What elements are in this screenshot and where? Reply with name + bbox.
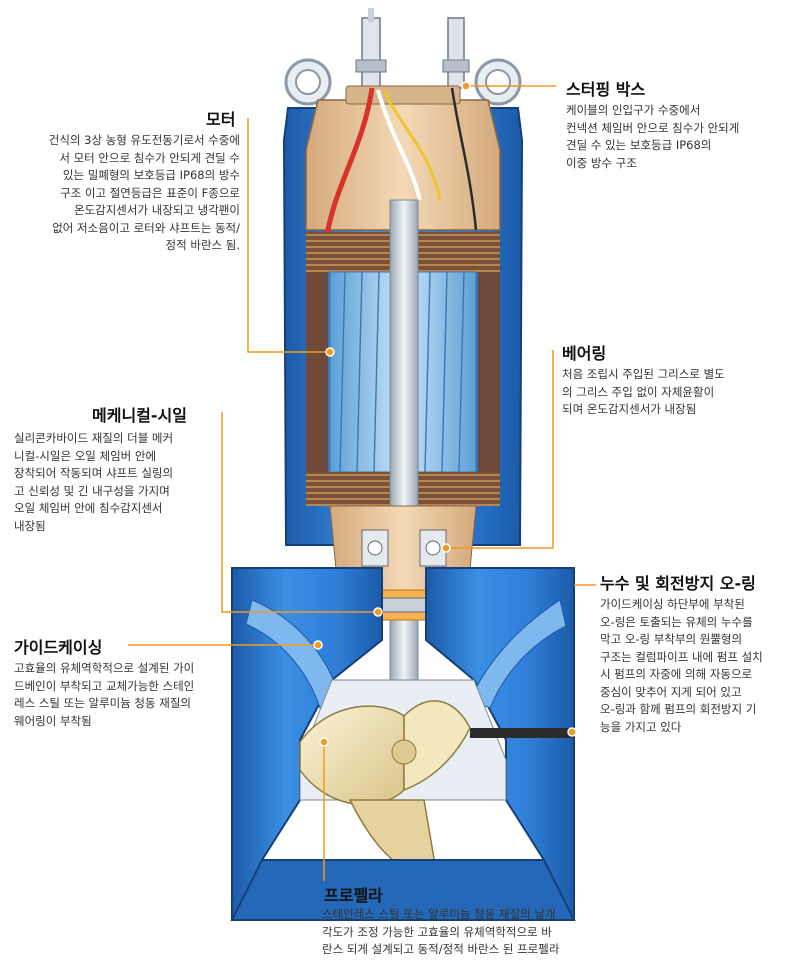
oring-title: 누수 및 회전방지 오-링 <box>600 574 756 593</box>
propeller-desc-line: 란스 되게 설계되고 동적/정적 바란스 된 프로펠라 <box>322 942 560 956</box>
bearing-desc-line: 되며 온도감지센서가 내장됨 <box>562 402 697 416</box>
mechanical-seal-description: 실리콘카바이드 재질의 더블 메커 니컬-시일은 오일 체임버 안에 장착되어 … <box>14 430 218 535</box>
guide-casing-title: 가이드케이싱 <box>14 638 103 657</box>
guide-casing-desc-line: 웨어링이 부착됨 <box>14 713 92 728</box>
stator-left <box>306 272 328 472</box>
propeller-desc-line: 스테인레스 스틸 또는 알루미늄 청동 재질의 날개 <box>322 907 556 921</box>
stuffing-box-desc-line: 견딜 수 있는 보호등급 IP68의 <box>566 138 712 152</box>
power-cable-yellow <box>382 89 442 201</box>
oring-desc-line: 구조는 컬럼파이프 내에 펌프 설치 <box>600 649 763 664</box>
guide-casing-desc-line: 드베인이 부착되고 교체가능한 스테인 <box>14 678 195 693</box>
guide-casing-right <box>425 567 575 921</box>
motor-desc-line: 서 모터 안으로 침수가 안되게 견딜 수 <box>59 150 240 165</box>
mechanical-seal-desc-line: 실리콘카바이드 재질의 더블 메커 <box>14 431 174 445</box>
propeller-desc-line: 각도가 조정 가능한 고효율의 유체역학적으로 바 <box>322 924 552 939</box>
lifting-eye-right <box>474 58 522 106</box>
ball-bearing-left <box>361 529 389 567</box>
stuffing-box-desc-line: 컨넥션 체임버 안으로 침수가 안되게 <box>566 120 740 135</box>
bearing-title: 베어링 <box>562 344 607 363</box>
propeller <box>299 700 471 874</box>
oring-desc-line: 중심이 맞추어 지게 되어 있고 <box>600 684 742 699</box>
cable-gland-right <box>442 17 470 89</box>
stuffing-box-desc-line: 케이블의 인입구가 수중에서 <box>566 103 701 117</box>
oring-desc-line: 오-링과 함께 펌프의 회전방지 기 <box>600 702 757 716</box>
stuffing-box-title: 스터핑 박스 <box>566 80 646 99</box>
oring-desc-line: 막고 오-링 부착부의 원뿔형의 <box>600 632 743 646</box>
guide-casing-desc-line: 고효율의 유체역학적으로 설계된 가이 <box>14 661 195 675</box>
guide-casing-desc-line: 레스 스틸 또는 알루미늄 청동 재질의 <box>14 696 191 710</box>
mechanical-seal-desc-line: 장착되어 작동되며 샤프트 실링의 <box>14 466 174 480</box>
ball-bearing-right <box>419 529 447 567</box>
sensor-cable-tube <box>470 728 574 738</box>
bearing-desc-line: 처음 조립시 주입된 그리스로 별도 <box>562 367 725 381</box>
power-cable-white <box>376 89 422 201</box>
motor-desc-line: 건식의 3상 농형 유도전동기로서 수중에 <box>48 133 240 147</box>
chamber-cap <box>345 85 461 105</box>
mechanical-seal-title: 메케니컬-시일 <box>92 406 187 425</box>
propeller-title: 프로펠라 <box>324 886 383 905</box>
bearing-description: 처음 조립시 주입된 그리스로 별도 의 그리스 주입 없이 자체윤활이 되며 … <box>562 366 788 419</box>
stuffing-box-desc-line: 이중 방수 구조 <box>566 155 637 170</box>
oring-desc-line: 시 펌프의 자중에 의해 자동으로 <box>600 667 753 681</box>
oring-description: 가이드케이싱 하단부에 부착된 오-링은 토출되는 유체의 누수를 막고 오-링… <box>600 596 796 736</box>
motor-title: 모터 <box>206 110 236 129</box>
motor-desc-line: 없어 저소음이고 로터와 샤프트는 동적/ <box>52 220 240 235</box>
motor-desc-line: 있는 밀폐형의 보호등급 IP68의 방수 <box>62 168 240 182</box>
oring-desc-line: 오-링은 토출되는 유체의 누수를 <box>600 614 753 629</box>
bearing-desc-line: 의 그리스 주입 없이 자체윤활이 <box>562 384 715 399</box>
motor-description: 건식의 3상 농형 유도전동기로서 수중에 서 모터 안으로 침수가 안되게 견… <box>8 132 240 255</box>
oring-desc-line: 능을 가지고 있다 <box>600 719 682 734</box>
cable-gland-left <box>355 8 387 89</box>
motor-desc-line: 온도감지센서가 내장되고 냉각팬이 <box>73 203 240 217</box>
mechanical-seal-desc-line: 고 신뢰성 및 긴 내구성을 가지며 <box>14 483 170 498</box>
power-cable-black <box>450 87 478 231</box>
oring-desc-line: 가이드케이싱 하단부에 부착된 <box>600 597 745 611</box>
mechanical-seal <box>377 597 431 613</box>
suction-bell <box>230 859 576 921</box>
propeller-description: 스테인레스 스틸 또는 알루미늄 청동 재질의 날개 각도가 조정 가능한 고효… <box>322 906 622 959</box>
motor-desc-line: 구조 이고 절연등급은 표준이 F종으로 <box>60 185 240 200</box>
mechanical-seal-desc-line: 내장됨 <box>14 518 46 533</box>
stuffing-box-description: 케이블의 인입구가 수중에서 컨넥션 체임버 안으로 침수가 안되게 견딜 수 … <box>566 102 792 172</box>
mechanical-seal-desc-line: 오일 체임버 안에 침수감지센서 <box>14 501 163 515</box>
stator-right <box>478 272 500 472</box>
guide-casing-description: 고효율의 유체역학적으로 설계된 가이 드베인이 부착되고 교체가능한 스테인 … <box>14 660 240 730</box>
lifting-eye-left <box>284 58 332 106</box>
motor-desc-line: 정적 바란스 됨. <box>165 238 240 252</box>
mechanical-seal-desc-line: 니컬-시일은 오일 체임버 안에 <box>14 448 157 463</box>
